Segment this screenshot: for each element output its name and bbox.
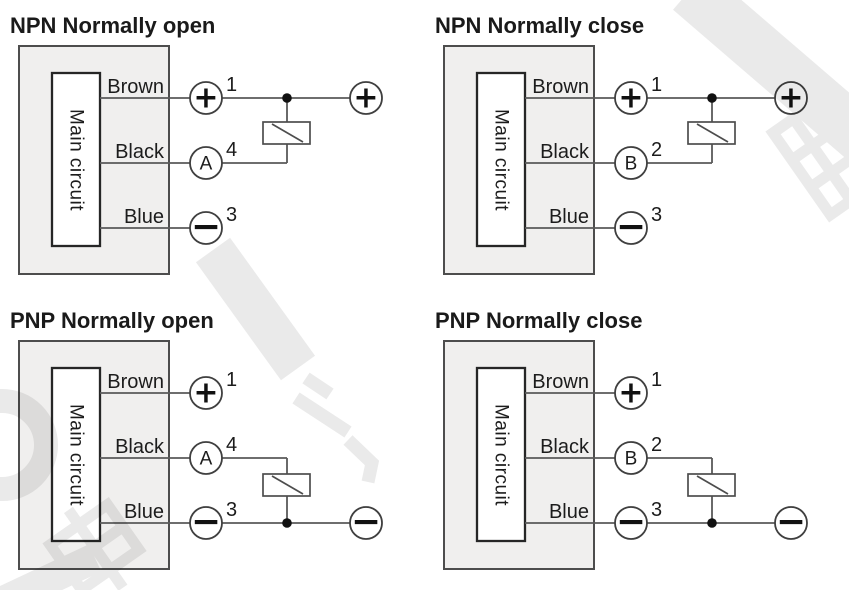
pin-number: 4 <box>226 434 237 456</box>
terminal-brown: + 1 Brown <box>532 369 662 411</box>
terminal-circle <box>774 81 808 115</box>
terminal-circle <box>614 211 648 245</box>
terminal-supply-bus: + <box>349 81 383 116</box>
pin-number: 4 <box>226 139 237 161</box>
wire-label: Blue <box>549 501 589 523</box>
output-symbol: A <box>200 154 213 175</box>
terminal-black: B 2 Black <box>540 139 662 180</box>
relay-diagonal-icon <box>271 475 304 495</box>
plus-symbol: + <box>618 376 643 411</box>
plus-symbol: + <box>778 81 803 116</box>
terminal-black: A 4 Black <box>115 139 237 180</box>
pin-number: 3 <box>226 204 237 226</box>
wire-label: Blue <box>124 206 164 228</box>
plus-symbol: + <box>618 81 643 116</box>
terminal-blue: − 3 Blue <box>549 499 662 543</box>
wire-label: Blue <box>549 206 589 228</box>
diagram-title: NPN Normally open <box>10 13 215 38</box>
terminal-circle <box>614 506 648 540</box>
terminal-circle <box>614 441 648 475</box>
relay-diagonal-icon <box>696 123 729 143</box>
output-symbol: B <box>625 449 638 470</box>
plus-symbol: + <box>193 81 218 116</box>
junction-dot <box>707 518 717 528</box>
junction-dot <box>707 93 717 103</box>
terminal-black: B 2 Black <box>540 434 662 475</box>
wire-label: Brown <box>107 76 164 98</box>
minus-symbol: − <box>616 502 646 543</box>
relay-diagonal-icon <box>271 123 304 143</box>
pin-number: 1 <box>226 369 237 391</box>
terminal-circle <box>614 376 648 410</box>
terminal-blue: − 3 Blue <box>124 204 237 248</box>
minus-symbol: − <box>616 207 646 248</box>
pin-number: 1 <box>651 369 662 391</box>
terminal-circle <box>614 146 648 180</box>
terminal-blue: − 3 Blue <box>124 499 237 543</box>
output-symbol: A <box>200 449 213 470</box>
diagram-title: PNP Normally close <box>435 308 642 333</box>
minus-symbol: − <box>191 207 221 248</box>
wire-label: Brown <box>532 76 589 98</box>
terminal-brown: + 1 Brown <box>107 74 237 116</box>
junction-dot <box>282 93 292 103</box>
diagram-title: NPN Normally close <box>435 13 644 38</box>
wire-label: Black <box>115 141 165 163</box>
main-circuit-box <box>50 71 102 248</box>
terminal-circle <box>614 81 648 115</box>
diagram-title: PNP Normally open <box>10 308 214 333</box>
main-circuit-label: Main circuit <box>491 109 512 211</box>
terminal-circle <box>189 211 223 245</box>
output-symbol: B <box>625 154 638 175</box>
terminal-brown: + 1 Brown <box>532 74 662 116</box>
pin-number: 2 <box>651 139 662 161</box>
terminal-brown: + 1 Brown <box>107 369 237 411</box>
terminal-circle <box>189 376 223 410</box>
main-circuit-box <box>475 71 527 248</box>
terminal-supply-bus: − <box>774 502 808 543</box>
terminal-blue: − 3 Blue <box>549 204 662 248</box>
pin-number: 3 <box>651 204 662 226</box>
diagram-npn-normally-close: NPN Normally close Main circuit + 1 Brow… <box>435 13 808 275</box>
main-circuit-label: Main circuit <box>491 404 512 506</box>
main-circuit-box <box>475 366 527 543</box>
terminal-supply-bus: − <box>349 502 383 543</box>
wire-label: Brown <box>107 371 164 393</box>
minus-symbol: − <box>776 502 806 543</box>
diagram-pnp-normally-open: PNP Normally open Main circuit + 1 Brown… <box>10 308 383 570</box>
wire-label: Brown <box>532 371 589 393</box>
wire-label: Black <box>540 141 590 163</box>
terminal-circle <box>189 146 223 180</box>
pin-number: 1 <box>651 74 662 96</box>
pin-number: 2 <box>651 434 662 456</box>
junction-dot <box>282 518 292 528</box>
terminal-circle <box>189 441 223 475</box>
terminal-circle <box>189 506 223 540</box>
wire-label: Blue <box>124 501 164 523</box>
main-circuit-label: Main circuit <box>66 109 87 211</box>
wire-label: Black <box>540 436 590 458</box>
main-circuit-box <box>50 366 102 543</box>
pin-number: 3 <box>226 499 237 521</box>
wire-label: Black <box>115 436 165 458</box>
terminal-supply-bus: + <box>774 81 808 116</box>
diagram-npn-normally-open: NPN Normally open Main circuit + 1 Brown… <box>10 13 383 275</box>
plus-symbol: + <box>353 81 378 116</box>
terminal-circle <box>774 506 808 540</box>
minus-symbol: − <box>351 502 381 543</box>
minus-symbol: − <box>191 502 221 543</box>
pin-number: 1 <box>226 74 237 96</box>
terminal-black: A 4 Black <box>115 434 237 475</box>
plus-symbol: + <box>193 376 218 411</box>
pin-number: 3 <box>651 499 662 521</box>
terminal-circle <box>349 506 383 540</box>
diagram-pnp-normally-close: PNP Normally close Main circuit + 1 Brow… <box>435 308 808 570</box>
terminal-circle <box>349 81 383 115</box>
terminal-circle <box>189 81 223 115</box>
relay-diagonal-icon <box>696 475 729 495</box>
main-circuit-label: Main circuit <box>66 404 87 506</box>
